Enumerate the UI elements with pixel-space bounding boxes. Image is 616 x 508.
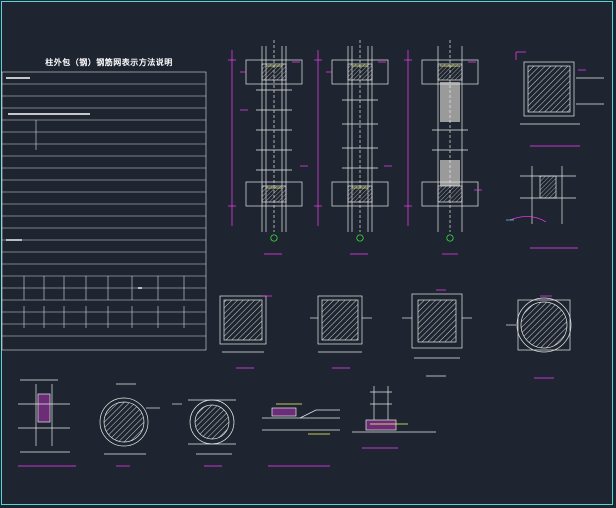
section-circle-2 xyxy=(99,383,160,467)
section-square-top-right xyxy=(515,51,604,147)
beam-detail xyxy=(262,403,340,467)
table-rows xyxy=(2,83,206,337)
notes-table xyxy=(1,71,207,351)
column-elevation-1 xyxy=(228,40,308,255)
table-columns xyxy=(23,120,185,328)
column-elevation-3 xyxy=(404,40,482,255)
joint-detail-bottom-left xyxy=(18,379,76,467)
table-text-strokes xyxy=(6,77,142,289)
section-circle-1 xyxy=(506,295,572,379)
notes-title: 柱外包（钢）钢筋网表示方法说明 xyxy=(45,58,173,67)
footing-detail xyxy=(352,386,436,449)
section-square-1 xyxy=(219,295,272,369)
section-square-2 xyxy=(310,295,372,369)
section-circle-3 xyxy=(172,399,236,467)
section-square-3 xyxy=(402,289,472,377)
column-elevation-2 xyxy=(314,40,392,255)
joint-detail-right xyxy=(506,166,578,249)
